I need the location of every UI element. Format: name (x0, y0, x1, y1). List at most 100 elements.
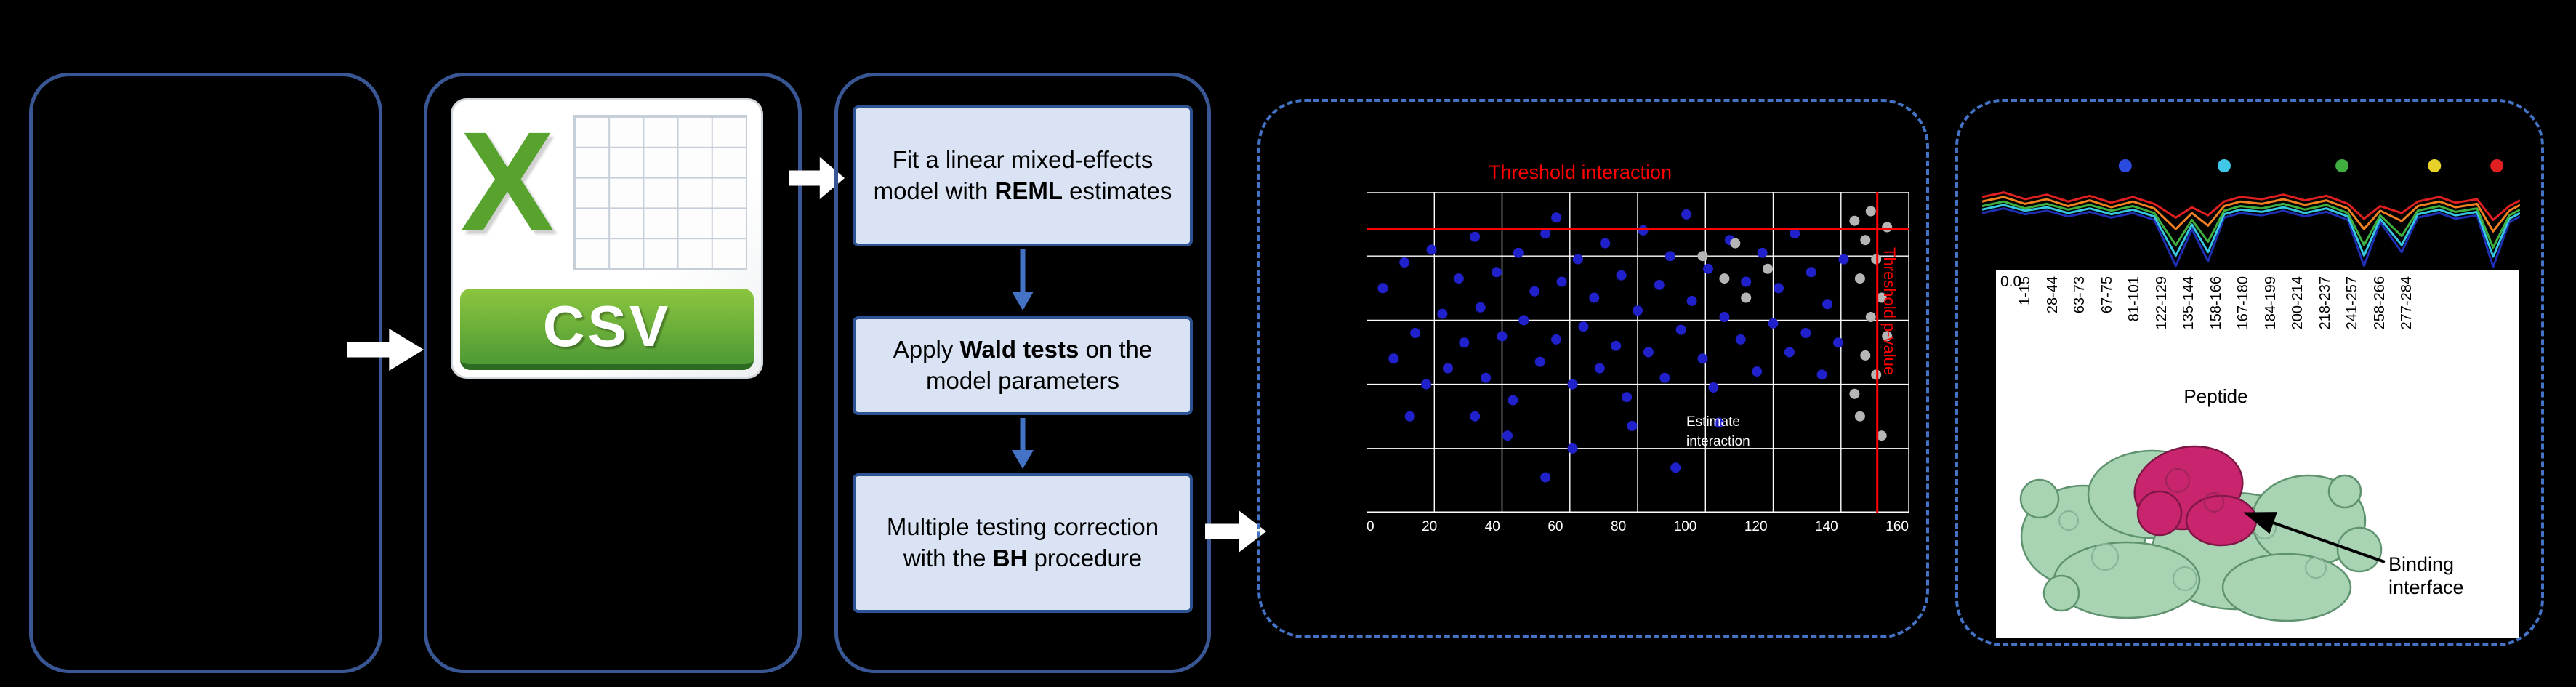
peptide-tick-label: 277-284 (2399, 276, 2415, 330)
condition-marker (2118, 159, 2132, 172)
binding-label-line: Binding (2388, 553, 2455, 575)
data-point-significant (1551, 334, 1562, 345)
peptide-tick-label: 63-73 (2072, 276, 2088, 314)
excel-x-logo: X (459, 102, 555, 261)
data-point-significant (1497, 331, 1508, 342)
data-point-significant (1681, 209, 1692, 220)
data-point-significant (1556, 276, 1567, 287)
threshold-interaction-label: Threshold interaction (1488, 161, 1673, 183)
peptide-tick-label: 67-75 (2098, 276, 2115, 314)
pipeline-box: Fit a linear mixed-effects model with RE… (834, 73, 1211, 673)
step-text: procedure (1027, 545, 1143, 571)
data-point-significant (1643, 347, 1654, 358)
uptake-line-state-cyan (1982, 204, 2520, 258)
data-point-significant (1654, 279, 1665, 290)
data-point-non-significant (1763, 263, 1773, 274)
condition-marker (2490, 159, 2504, 172)
binding-interface-label: Binding interface (2388, 553, 2464, 600)
data-point-significant (1638, 225, 1649, 236)
data-point-significant (1567, 443, 1578, 454)
data-point-significant (1806, 267, 1816, 278)
data-point-non-significant (1849, 215, 1860, 226)
data-point-significant (1741, 276, 1752, 287)
data-point-non-significant (1854, 273, 1865, 284)
data-point-significant (1453, 273, 1464, 284)
data-point-significant (1518, 315, 1529, 326)
x-tick-label: 60 (1547, 519, 1563, 534)
uptake-line-state-blue (1982, 207, 2520, 268)
data-point-significant (1534, 356, 1545, 367)
data-point-significant (1616, 270, 1627, 281)
plot-annotation: Estimate interaction (1686, 413, 1750, 451)
peptide-tick-label: 135-144 (2181, 276, 2197, 330)
x-tick-label: 20 (1422, 519, 1438, 534)
data-point-non-significant (1882, 331, 1893, 342)
data-point-significant (1481, 372, 1492, 383)
data-point-significant (1735, 334, 1746, 345)
data-point-significant (1665, 251, 1675, 262)
csv-box: X CSV (424, 73, 802, 673)
step-text: on the model parameters (926, 336, 1153, 394)
process-step-wald: Apply Wald tests on the model parameters (853, 316, 1193, 415)
binding-label-line: interface (2388, 576, 2464, 599)
data-point-significant (1502, 430, 1513, 441)
annotation-line: Estimate (1686, 414, 1740, 430)
data-point-significant (1442, 363, 1453, 374)
data-point-significant (1822, 299, 1833, 310)
data-point-significant (1578, 321, 1589, 332)
data-point-non-significant (1860, 235, 1871, 246)
data-point-significant (1816, 369, 1827, 380)
uptake-line-state-green (1982, 200, 2520, 249)
condition-marker (2428, 159, 2442, 172)
data-point-significant (1768, 318, 1779, 329)
peptide-tick-label: 28-44 (2044, 276, 2061, 314)
data-point-non-significant (1876, 430, 1887, 441)
data-point-significant (1686, 295, 1697, 306)
data-point-non-significant (1719, 273, 1730, 284)
data-point-significant (1377, 283, 1388, 294)
data-point-non-significant (1871, 254, 1882, 265)
input-data-box (29, 73, 382, 673)
data-point-significant (1800, 328, 1811, 338)
data-point-significant (1508, 395, 1518, 406)
data-point-significant (1790, 228, 1800, 239)
annotation-line: interaction (1686, 433, 1750, 449)
step-text: Fit a linear mixed-effects model with (873, 146, 1154, 204)
data-point-significant (1752, 366, 1763, 377)
peptide-tick-label: 167-180 (2235, 276, 2251, 330)
data-point-non-significant (1865, 206, 1876, 217)
x-tick-label: 0 (1367, 519, 1374, 534)
csv-banner: CSV (459, 289, 754, 371)
data-point-significant (1719, 312, 1730, 322)
down-arrow-icon (1012, 249, 1034, 310)
data-point-non-significant (1871, 369, 1882, 380)
data-point-significant (1492, 267, 1502, 278)
data-point-significant (1622, 392, 1633, 403)
data-point-non-significant (1865, 312, 1876, 322)
peptide-axis-label: Peptide (2183, 385, 2248, 407)
data-point-non-significant (1860, 350, 1871, 361)
threshold-pvalue-label: Threshold p-value (1880, 247, 1899, 376)
data-point-non-significant (1882, 222, 1893, 233)
data-point-significant (1774, 283, 1784, 294)
peptide-tick-label: 200-214 (2290, 276, 2306, 330)
data-point-significant (1540, 472, 1551, 483)
step-text: Apply (893, 336, 960, 363)
data-point-significant (1713, 417, 1724, 428)
data-point-significant (1703, 263, 1713, 274)
peptide-tick-label: 1-15 (2017, 276, 2033, 306)
data-point-significant (1437, 308, 1448, 319)
data-point-significant (1529, 286, 1540, 297)
data-point-non-significant (1876, 292, 1887, 303)
peptide-tick-label: 218-237 (2317, 276, 2333, 330)
peptide-tick-label: 81-101 (2126, 276, 2142, 322)
data-point-significant (1627, 420, 1638, 431)
uptake-line-state-red (1982, 191, 2520, 221)
step-text: estimates (1063, 177, 1172, 204)
data-point-significant (1388, 353, 1399, 364)
data-point-significant (1600, 238, 1611, 249)
data-point-non-significant (1849, 388, 1860, 399)
